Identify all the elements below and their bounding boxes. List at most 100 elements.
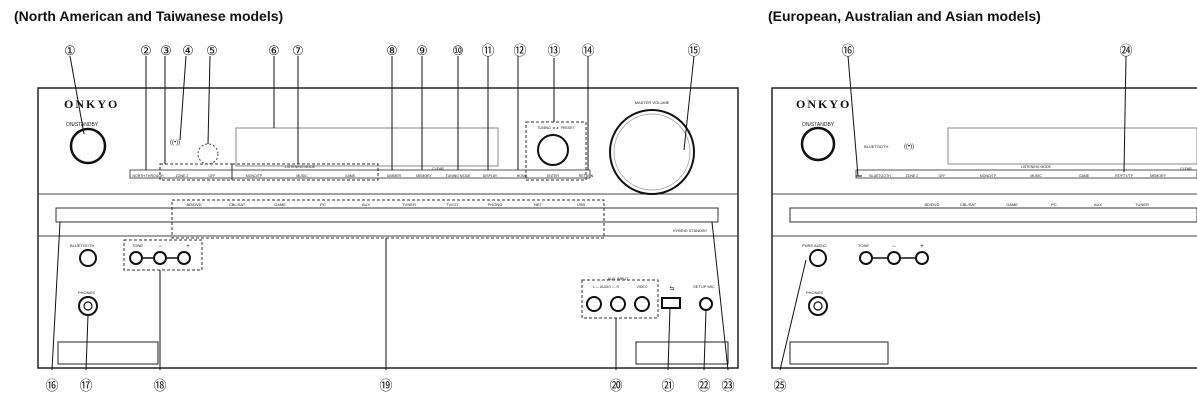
tone-label-right: TONE: [858, 243, 869, 248]
tone-minus-button-right[interactable]: [887, 251, 901, 265]
top-button-label[interactable]: GAME: [345, 174, 356, 178]
right-panel-foot: [789, 341, 889, 365]
setup-mic-jack[interactable]: [699, 297, 713, 311]
top-button-label[interactable]: DISPLAY: [483, 174, 498, 178]
pure-audio-button[interactable]: [809, 249, 827, 267]
callout-6: ⑥: [268, 43, 280, 58]
master-volume-knob[interactable]: [609, 109, 695, 195]
top-button-label[interactable]: MONO/TP: [246, 174, 263, 178]
tone-label: TONE: [132, 243, 143, 248]
tuning-preset-dial[interactable]: [537, 134, 569, 166]
tone-button-right[interactable]: [859, 251, 873, 265]
top-button-label[interactable]: MUSIC: [296, 174, 308, 178]
input-button-label[interactable]: PC: [320, 202, 326, 207]
master-volume-knob-inner: [613, 113, 691, 191]
callout-20: ⑳: [609, 378, 622, 393]
top-button-label[interactable]: BLUETOOTH: [869, 174, 891, 178]
callout-4: ④: [182, 43, 194, 58]
power-button[interactable]: [69, 127, 107, 165]
aux-audio-l-jack[interactable]: [586, 296, 602, 312]
input-button-label[interactable]: TV/CD: [446, 202, 458, 207]
callout-2: ②: [140, 43, 152, 58]
input-button-label[interactable]: CBL/SAT: [960, 202, 977, 207]
input-selector-bar-right: [789, 207, 1197, 223]
top-button-label[interactable]: MONO/TP: [980, 174, 997, 178]
input-button-label[interactable]: GAME: [274, 202, 286, 207]
top-button-label[interactable]: HOME: [517, 174, 528, 178]
enter-button[interactable]: ENTER: [547, 174, 559, 178]
tone-plus-button-right[interactable]: [915, 251, 929, 265]
bluetooth-button[interactable]: [79, 249, 97, 267]
aux-input-label: AUX INPUT: [607, 276, 629, 281]
input-button-label[interactable]: AUX: [1094, 202, 1103, 207]
callout-16-right: ⑯: [841, 43, 854, 58]
top-button-label[interactable]: MEMORY: [1150, 174, 1166, 178]
input-button-label[interactable]: CBL/SAT: [229, 202, 246, 207]
phones-label: PHONES: [78, 290, 95, 295]
master-volume-label: MASTER VOLUME: [635, 100, 670, 105]
callout-13: ⑬: [547, 43, 560, 58]
input-button-label[interactable]: NET: [534, 202, 543, 207]
callout-14: ⑭: [581, 43, 594, 58]
phones-label-right: PHONES: [806, 290, 823, 295]
input-button-label[interactable]: PHONO: [488, 202, 503, 207]
tone-minus-button[interactable]: [153, 251, 167, 265]
aux-video-label: VIDEO: [637, 285, 648, 289]
aux-audio-r-jack[interactable]: [610, 296, 626, 312]
power-button-right[interactable]: [800, 126, 836, 162]
aux-input-outline: [581, 279, 659, 319]
input-button-label[interactable]: GAME: [1006, 202, 1018, 207]
aux-video-jack[interactable]: [634, 296, 650, 312]
input-button-label[interactable]: BD/DVD: [924, 202, 939, 207]
top-button-label[interactable]: ZONE 2: [176, 174, 189, 178]
brand-logo-right: ONKYO: [796, 97, 851, 111]
top-button-label[interactable]: OFF: [939, 174, 946, 178]
display-window-right: [947, 127, 1197, 165]
top-button-label[interactable]: NORTH THROUGH: [133, 174, 164, 178]
phones-jack-inner: [83, 301, 93, 311]
input-button-label[interactable]: USB: [577, 202, 586, 207]
callout-15: ⑮: [687, 43, 700, 58]
tone-button[interactable]: [129, 251, 143, 265]
heading-right: (European, Australian and Asian models): [768, 8, 1041, 24]
usb-port[interactable]: [661, 297, 681, 309]
top-button-label[interactable]: RT/PTY/TP: [1115, 174, 1133, 178]
bluetooth-indicator-icon-right: ((•)): [904, 144, 914, 150]
top-button-label[interactable]: MEMORY: [416, 174, 432, 178]
callout-16: ⑯: [45, 378, 58, 393]
bluetooth-led-label: BLUETOOTH: [864, 144, 888, 149]
callout-25: ㉕: [773, 378, 786, 393]
input-button-label[interactable]: TUNER: [1135, 202, 1149, 207]
input-buttons: BD/DVD CBL/SAT GAME PC AUX TUNER TV/CD P…: [186, 202, 585, 207]
input-button-label[interactable]: TUNER: [402, 202, 416, 207]
right-foot: [635, 341, 729, 365]
tuning-preset-outline: [525, 121, 587, 181]
callout-19: ⑲: [379, 378, 392, 393]
top-button-label[interactable]: OFF: [209, 174, 216, 178]
tone-plus-button[interactable]: [177, 251, 191, 265]
bluetooth-indicator-icon: ((•)): [170, 140, 180, 146]
top-button-label[interactable]: ZONE 2: [906, 174, 919, 178]
left-top-buttons: NORTH THROUGH ZONE 2 OFF MONO/TP MUSIC G…: [133, 174, 594, 178]
display-window: [235, 127, 499, 167]
on-standby-label-right: ON/STANDBY: [802, 122, 835, 128]
top-button-label[interactable]: MUSIC: [1030, 174, 1042, 178]
heading-left: (North American and Taiwanese models): [14, 8, 284, 24]
remote-sensor: [197, 143, 219, 165]
listening-mode-label: LISTENING MODE: [285, 165, 316, 169]
hybrid-standby-label: HYBRID STANDBY: [673, 228, 708, 233]
top-button-label[interactable]: GAME: [1079, 174, 1090, 178]
input-button-label[interactable]: BD/DVD: [186, 202, 201, 207]
phones-jack[interactable]: [78, 296, 98, 316]
top-button-label[interactable]: DIMMER: [387, 174, 402, 178]
top-button-label[interactable]: RETURN: [579, 174, 594, 178]
input-button-label[interactable]: PC: [1051, 202, 1057, 207]
pure-audio-label: PURE AUDIO: [802, 243, 827, 248]
top-button-label[interactable]: CLEAR: [1180, 167, 1192, 171]
callout-9: ⑨: [416, 43, 428, 58]
phones-jack-right[interactable]: [808, 296, 828, 316]
callout-24: ㉔: [1119, 43, 1132, 58]
input-selector-bar: [55, 207, 719, 223]
top-button-label[interactable]: TUNING MODE: [446, 174, 472, 178]
input-button-label[interactable]: AUX: [362, 202, 371, 207]
